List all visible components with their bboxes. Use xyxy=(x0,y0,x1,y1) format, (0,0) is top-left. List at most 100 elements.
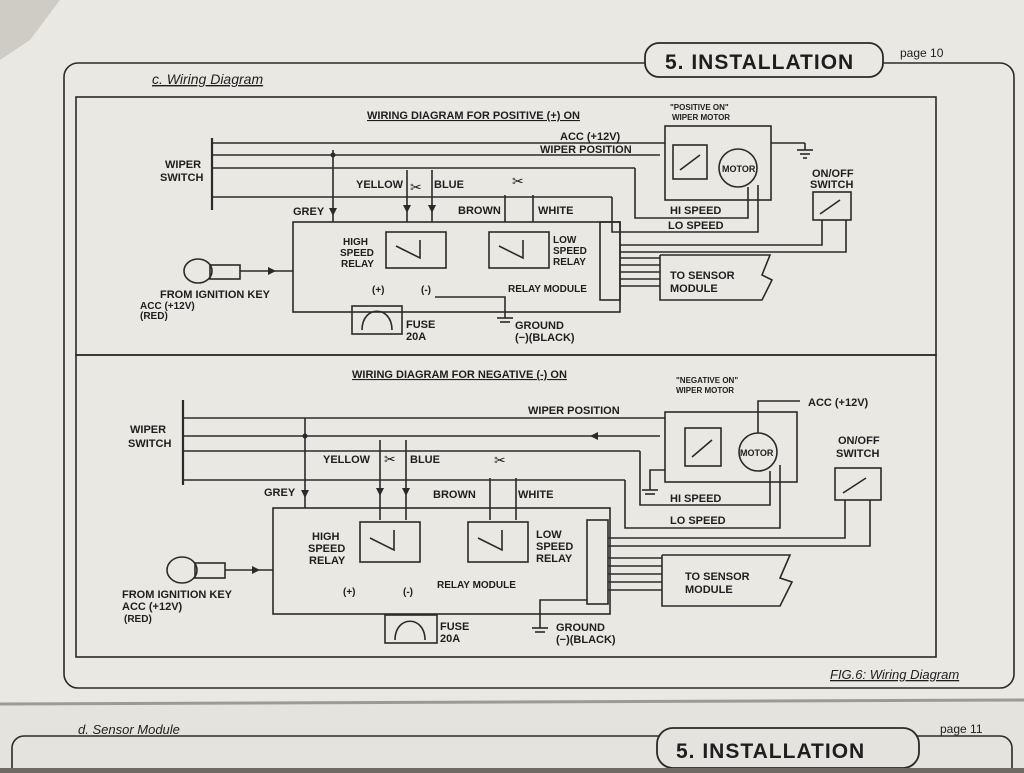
page-fold xyxy=(0,698,1024,706)
relay-module-label-neg: RELAY MODULE xyxy=(437,580,516,591)
high-relay-label-3: RELAY xyxy=(341,259,374,270)
yellow-arrow xyxy=(403,205,411,213)
blue-label-neg: BLUE xyxy=(410,454,440,466)
motor-caption-2-neg: WIPER MOTOR xyxy=(676,386,734,395)
grey-arrow-neg xyxy=(301,490,309,498)
negative-panel xyxy=(75,354,937,658)
next-page-number: page 11 xyxy=(940,722,983,736)
ignition-label-3: (RED) xyxy=(140,311,168,322)
ground-label-2: (−)(BLACK) xyxy=(515,332,575,344)
grey-junction-neg xyxy=(302,433,308,439)
sensor-module-box xyxy=(659,254,774,301)
plus-terminal: (+) xyxy=(372,285,385,296)
sensor-label-1-neg: TO SENSOR xyxy=(685,571,750,583)
yellow-label-neg: YELLOW xyxy=(323,454,371,466)
plus-terminal-neg: (+) xyxy=(343,587,356,598)
low-relay-contact xyxy=(498,240,524,260)
acc-wire-neg xyxy=(757,400,800,433)
positive-title: WIRING DIAGRAM FOR POSITIVE (+) ON xyxy=(367,110,580,122)
acc-label: ACC (+12V) xyxy=(560,131,621,143)
hi-speed-wire xyxy=(634,168,749,219)
lo-speed-label: LO SPEED xyxy=(668,220,724,232)
park-switch-contact-neg xyxy=(691,439,713,458)
wiper-position-label-neg: WIPER POSITION xyxy=(528,405,620,417)
cut-scissors-icon: ✂ xyxy=(410,179,422,195)
grey-junction xyxy=(330,152,336,158)
wiper-switch-label-1-neg: WIPER xyxy=(130,424,166,436)
section-title-box xyxy=(644,42,884,78)
ignition-key-icon xyxy=(183,258,213,284)
lo-speed-wire-neg xyxy=(624,465,781,529)
fuse-element xyxy=(361,310,393,331)
motor-park-switch-neg xyxy=(684,427,722,467)
next-subsection-title: d. Sensor Module xyxy=(78,722,180,737)
ground-wire-neg xyxy=(539,599,587,628)
fuse-label-1: FUSE xyxy=(406,319,435,331)
next-page: d. Sensor Module page 11 5. INSTALLATION xyxy=(11,722,1013,773)
white-label: WHITE xyxy=(538,205,573,217)
sensor-label-2-neg: MODULE xyxy=(685,584,733,596)
onoff-wire-1 xyxy=(620,220,823,246)
fuse-box xyxy=(351,305,403,335)
cut-scissors-icon-2: ✂ xyxy=(512,173,524,189)
high-speed-relay xyxy=(385,231,447,269)
hi-speed-label-neg: HI SPEED xyxy=(670,493,721,505)
ignition-key-body xyxy=(209,264,241,280)
wiper-motor-box xyxy=(664,125,772,201)
brown-label: BROWN xyxy=(458,205,501,217)
relay-module-label: RELAY MODULE xyxy=(508,284,587,295)
motor-label-neg: MOTOR xyxy=(740,448,774,458)
park-switch-contact xyxy=(679,154,701,171)
negative-diagram: WIRING DIAGRAM FOR NEGATIVE (-) ON WIPER… xyxy=(122,369,882,646)
high-relay-label-2-neg: SPEED xyxy=(308,543,345,555)
low-relay-contact-neg xyxy=(477,530,503,552)
white-label-neg: WHITE xyxy=(518,489,553,501)
ignition-label-3-neg: (RED) xyxy=(124,614,152,625)
section-title: 5. INSTALLATION xyxy=(665,51,854,74)
next-page-frame xyxy=(11,735,1013,773)
wiper-motor-box-neg xyxy=(664,411,798,483)
positive-diagram: WIRING DIAGRAM FOR POSITIVE (+) ON WIPER… xyxy=(140,103,854,344)
lo-speed-wire xyxy=(611,185,759,233)
high-relay-label-3-neg: RELAY xyxy=(309,555,346,567)
onoff-switch[interactable] xyxy=(812,191,852,221)
minus-terminal: (-) xyxy=(421,285,431,296)
yellow-arrow-neg xyxy=(376,488,384,496)
page-corner xyxy=(0,0,60,60)
motor-caption-2: WIPER MOTOR xyxy=(672,113,730,122)
hi-speed-label: HI SPEED xyxy=(670,205,721,217)
grey-arrow xyxy=(329,208,337,216)
onoff-switch-neg[interactable] xyxy=(834,467,882,501)
onoff-wire-2 xyxy=(620,220,847,253)
fuse-label-1-neg: FUSE xyxy=(440,621,469,633)
ignition-label-2-neg: ACC (+12V) xyxy=(122,601,183,613)
low-relay-label-3-neg: RELAY xyxy=(536,553,573,565)
ignition-label-2: ACC (+12V) xyxy=(140,301,195,312)
onoff-contact-neg xyxy=(842,477,867,494)
fuse-element-neg xyxy=(394,620,426,641)
sensor-module-box-neg xyxy=(661,554,794,607)
ground-wire xyxy=(435,296,506,318)
brown-label-neg: BROWN xyxy=(433,489,476,501)
module-connector-neg xyxy=(586,519,609,605)
acc-label-neg: ACC (+12V) xyxy=(808,397,869,409)
fuse-label-2: 20A xyxy=(406,331,426,343)
high-relay-contact-neg xyxy=(369,530,395,552)
next-section-title: 5. INSTALLATION xyxy=(676,740,865,763)
motor-icon xyxy=(718,148,758,188)
ignition-key-icon-neg xyxy=(166,556,198,584)
high-relay-label-1-neg: HIGH xyxy=(312,531,340,543)
onoff-contact xyxy=(819,199,841,215)
relay-module-box-neg xyxy=(272,507,611,615)
ground-label-1: GROUND xyxy=(515,320,564,332)
sensor-label-1: TO SENSOR xyxy=(670,270,735,282)
wiper-switch-label-2: SWITCH xyxy=(160,172,203,184)
grey-label: GREY xyxy=(293,206,325,218)
onoff-label-2-neg: SWITCH xyxy=(836,448,879,460)
ground-label-2-neg: (−)(BLACK) xyxy=(556,634,616,646)
ignition-label-1: FROM IGNITION KEY xyxy=(160,289,271,301)
fuse-box-neg xyxy=(384,614,438,644)
ignition-arrow-neg xyxy=(252,566,260,574)
